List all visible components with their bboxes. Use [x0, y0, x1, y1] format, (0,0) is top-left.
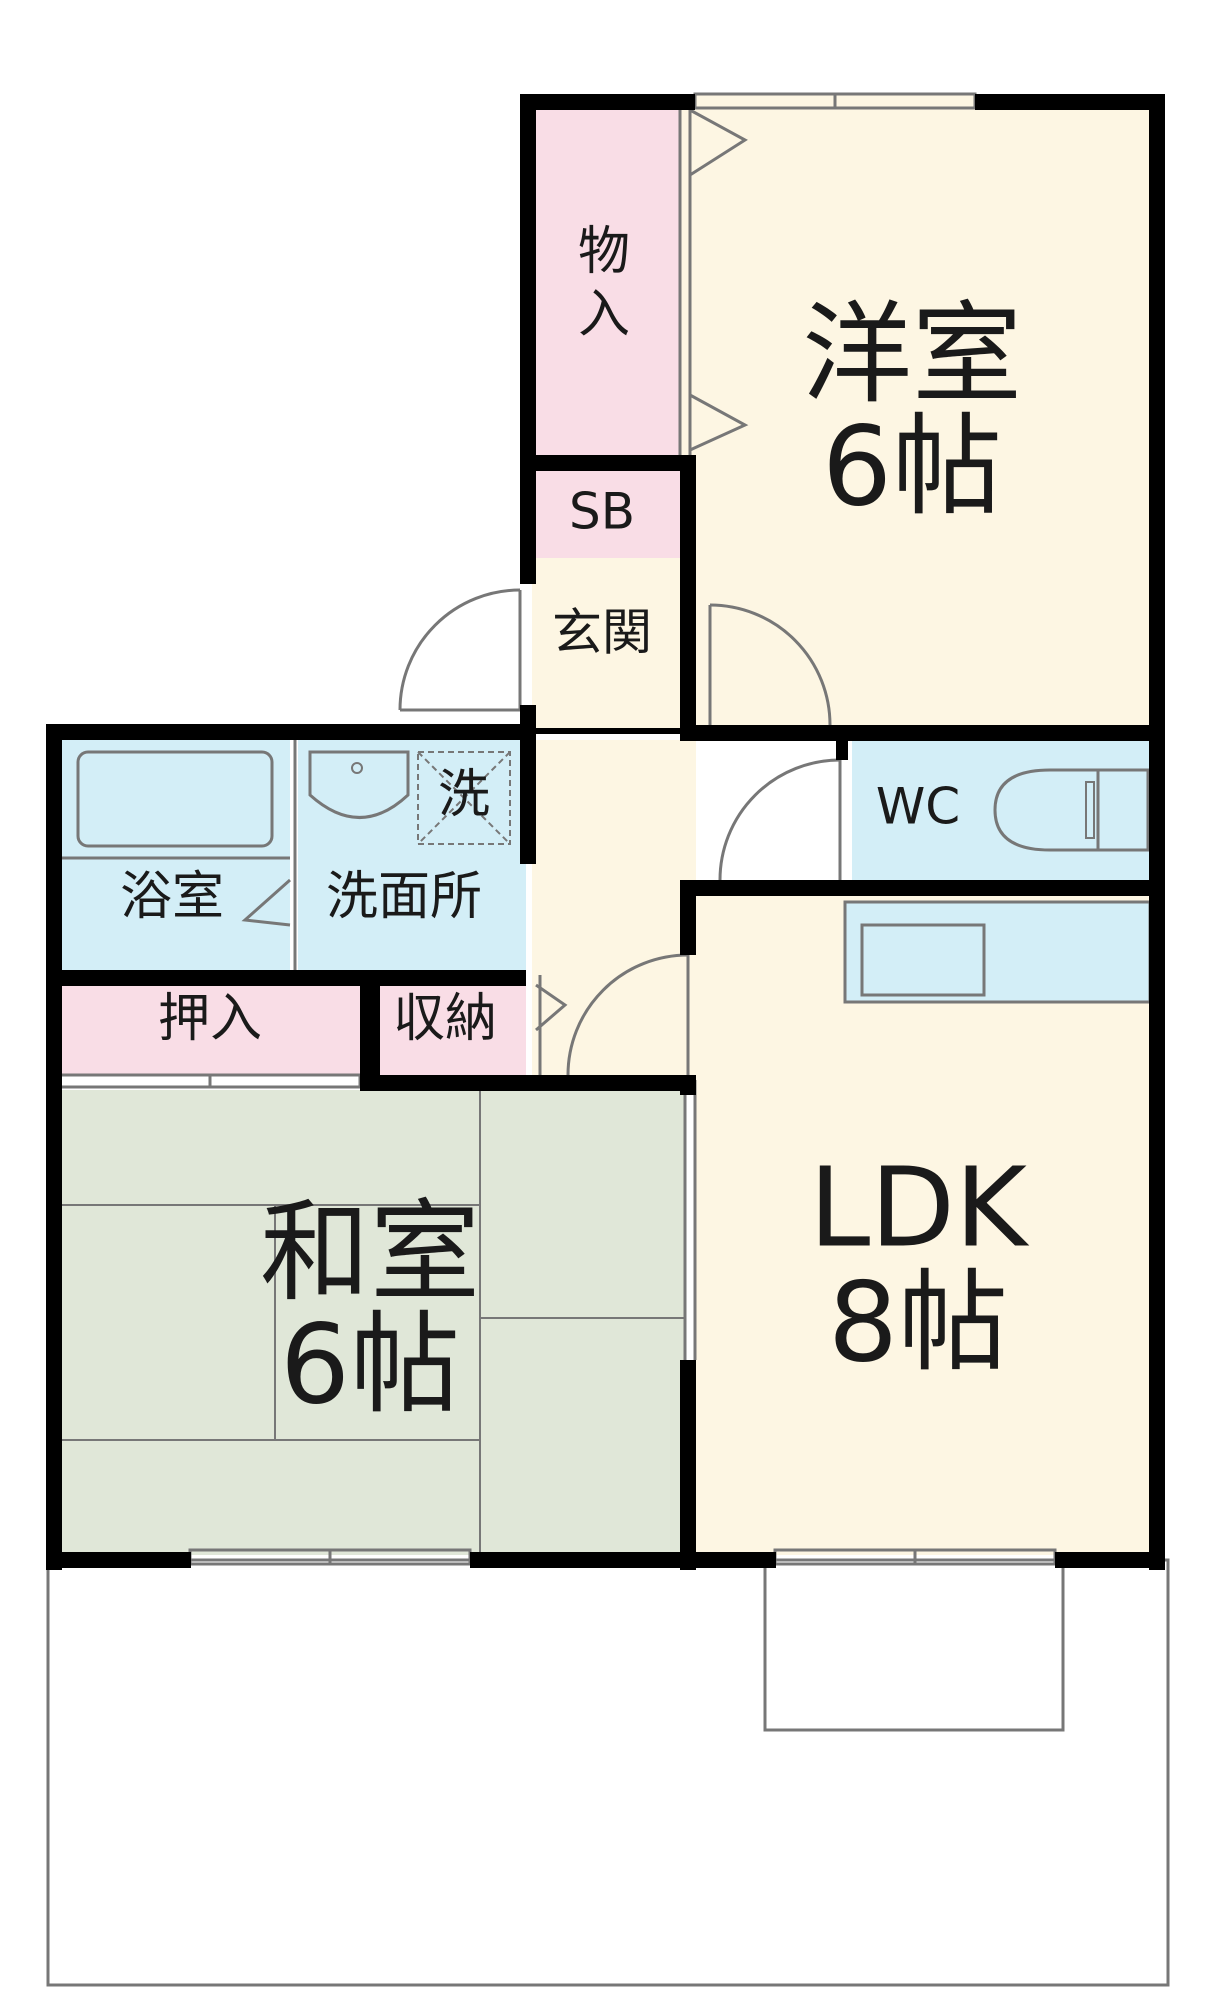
label-shuno: 収納	[393, 989, 497, 1049]
label-genkan: 玄関	[552, 604, 652, 662]
entrance-floor	[532, 558, 682, 728]
label-yoshitsu-name: 洋室	[802, 290, 1022, 418]
label-oshiire: 押入	[158, 989, 262, 1049]
tatami-floor	[60, 1090, 685, 1555]
sb-floor	[532, 470, 682, 558]
toilet-tank	[1096, 768, 1150, 852]
balcony	[46, 1558, 1170, 1987]
door-swings	[398, 108, 842, 1360]
faucet-icon	[351, 762, 363, 774]
label-washer: 洗	[438, 765, 490, 825]
closet-floor	[532, 95, 680, 460]
label-bath: 浴室	[120, 867, 224, 927]
shuno-floor	[380, 985, 526, 1075]
bathtub	[76, 750, 274, 848]
label-ldk-size: 8帖	[828, 1258, 1008, 1386]
oshiire-floor	[60, 985, 360, 1075]
toilet-lever	[1085, 781, 1095, 839]
label-wc: WC	[876, 778, 960, 836]
label-washitsu-size: 6帖	[280, 1300, 460, 1428]
label-washitsu-name: 和室	[260, 1188, 480, 1316]
label-mono-l1: 物	[578, 222, 630, 282]
label-mono-l2: 入	[578, 285, 630, 345]
sink-icon	[308, 750, 410, 819]
hall-floor	[532, 740, 696, 1075]
label-ldk-name: LDK	[809, 1143, 1030, 1271]
bath-door-swing	[241, 878, 291, 927]
walls	[46, 94, 1165, 1570]
tatami-lines	[60, 1090, 685, 1555]
kitchen-sink	[860, 923, 986, 997]
outdoor-unit	[763, 1558, 1065, 1732]
label-senmen: 洗面所	[326, 867, 482, 927]
washer-x2	[417, 751, 511, 845]
label-sb: SB	[569, 483, 635, 541]
washer-space	[417, 751, 511, 845]
ldk-floor	[696, 895, 1160, 1555]
label-yoshitsu-size: 6帖	[822, 402, 1002, 530]
